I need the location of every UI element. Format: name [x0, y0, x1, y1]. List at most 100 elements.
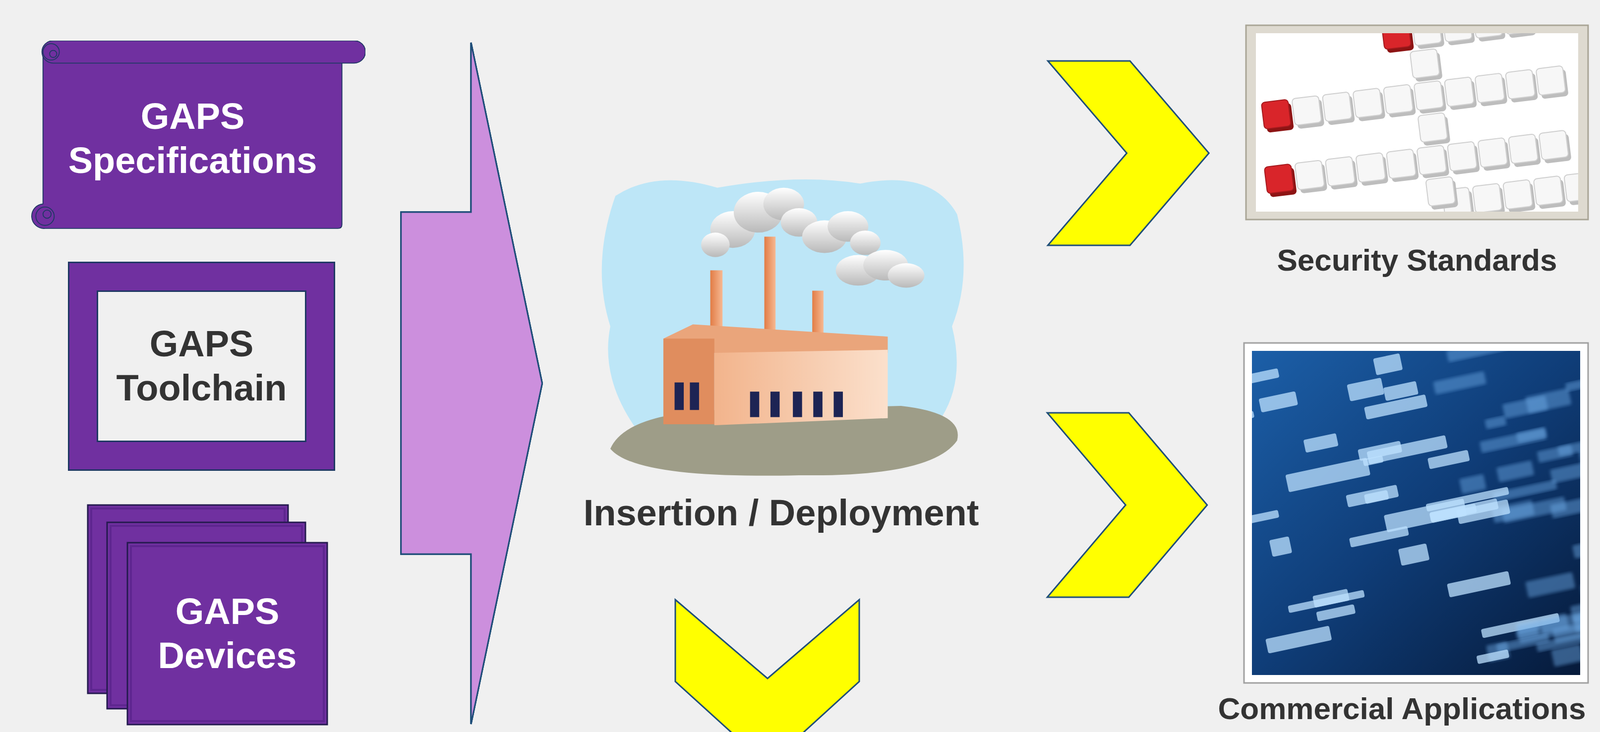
code-streak	[1346, 377, 1385, 402]
text-area: GAPS Specifications	[43, 52, 343, 226]
scroll-curl	[43, 210, 52, 219]
code-streak	[1285, 457, 1371, 493]
standards-node: Security Standards	[1244, 24, 1590, 283]
picture-frame	[1245, 25, 1589, 220]
cube-face	[1410, 48, 1440, 79]
node-label: GAPS Toolchain	[99, 322, 304, 411]
cube-face	[1355, 152, 1386, 183]
cube-face	[1442, 33, 1473, 43]
code-streak	[1446, 351, 1512, 363]
cube-face	[1325, 156, 1356, 187]
code-streak	[1572, 533, 1581, 559]
cube-face	[1425, 176, 1456, 207]
window	[770, 391, 780, 417]
code-streak	[1550, 644, 1581, 667]
scroll-curl	[35, 207, 55, 226]
cube-face	[1412, 33, 1442, 46]
window	[792, 391, 803, 417]
window	[689, 382, 700, 411]
code-streak	[1372, 353, 1403, 376]
code-streak	[1446, 571, 1512, 598]
code-streak	[1484, 415, 1507, 430]
chevron-arrow	[1047, 413, 1207, 598]
text-area: GAPS Devices	[127, 542, 328, 725]
node-label: Commercial Applications	[1218, 690, 1587, 728]
code-streak	[1312, 589, 1350, 608]
code-streak	[1398, 543, 1430, 567]
code-streak	[1303, 433, 1339, 454]
cube-face	[1386, 148, 1417, 179]
code-streak	[1362, 455, 1384, 467]
device-stack: GAPS Devices	[86, 504, 329, 727]
cube-face	[1383, 84, 1414, 115]
code-streak	[1251, 510, 1280, 525]
code-streak	[1536, 444, 1574, 464]
front-wall	[714, 350, 889, 426]
cube-face	[1264, 164, 1295, 194]
sky	[601, 179, 964, 429]
device-square	[127, 542, 328, 725]
scroll-box: GAPS Specifications	[30, 40, 366, 230]
smoke-cloud	[701, 232, 730, 257]
scroll-body	[31, 52, 343, 229]
window	[813, 391, 823, 417]
scroll-top	[42, 40, 366, 63]
cube-face	[1563, 172, 1579, 202]
cube-face	[1447, 141, 1478, 172]
factory-node: Insertion / Deployment	[580, 173, 983, 538]
cube-face	[1291, 95, 1322, 126]
code-streak	[1315, 604, 1356, 622]
merge-arrow	[401, 42, 543, 725]
node-label: GAPS Specifications	[43, 94, 343, 183]
node-label: GAPS Devices	[127, 590, 328, 679]
cube-face	[1508, 133, 1539, 164]
code-streak	[1516, 610, 1581, 644]
code-streak	[1496, 460, 1535, 483]
device-bevel	[130, 546, 324, 722]
code-streak	[1258, 391, 1299, 413]
scroll-curl	[49, 50, 57, 58]
tool-box: GAPS Toolchain	[69, 263, 334, 470]
cube-face	[1477, 137, 1508, 168]
text-area: GAPS Toolchain	[99, 290, 304, 443]
window	[833, 391, 843, 417]
cube-face	[1473, 33, 1503, 39]
cube-face	[1505, 69, 1536, 100]
down-chevron	[675, 599, 860, 732]
cube-face	[1322, 91, 1353, 122]
smoke-cloud	[887, 263, 925, 288]
cube-face	[1352, 88, 1383, 119]
apps-picture	[1243, 342, 1590, 685]
code-streak	[1525, 572, 1576, 598]
cube-face	[1381, 33, 1412, 50]
code-streak	[1251, 411, 1255, 424]
cube-face	[1416, 145, 1447, 176]
cube-face	[1502, 179, 1533, 210]
code-streak	[1383, 381, 1420, 402]
node-label: Insertion / Deployment	[583, 491, 980, 536]
node-label: Security Standards	[1276, 241, 1557, 279]
smoke-cloud	[849, 230, 881, 255]
text-area: Commercial Applications	[1209, 689, 1595, 729]
code-streak	[1432, 371, 1487, 395]
factory-illustration	[594, 173, 968, 478]
code-streak	[1549, 496, 1581, 519]
cube-face	[1472, 183, 1503, 212]
window	[674, 382, 685, 411]
merge-arrow	[401, 42, 543, 725]
window	[750, 391, 760, 417]
text-area: Insertion / Deployment	[580, 490, 983, 536]
code-streak	[1251, 368, 1280, 391]
cube-face	[1533, 176, 1564, 206]
cube-face	[1503, 33, 1534, 35]
code-streak	[1383, 498, 1468, 534]
code-streak	[1269, 536, 1293, 558]
cube-face	[1475, 73, 1505, 104]
cube-face	[1261, 99, 1292, 129]
code-streak	[1459, 474, 1487, 495]
picture-ground	[1255, 33, 1579, 212]
code-streak	[1345, 484, 1399, 508]
standards-picture	[1244, 24, 1590, 221]
merge-arrow	[401, 42, 543, 725]
code-streak	[1476, 649, 1510, 665]
